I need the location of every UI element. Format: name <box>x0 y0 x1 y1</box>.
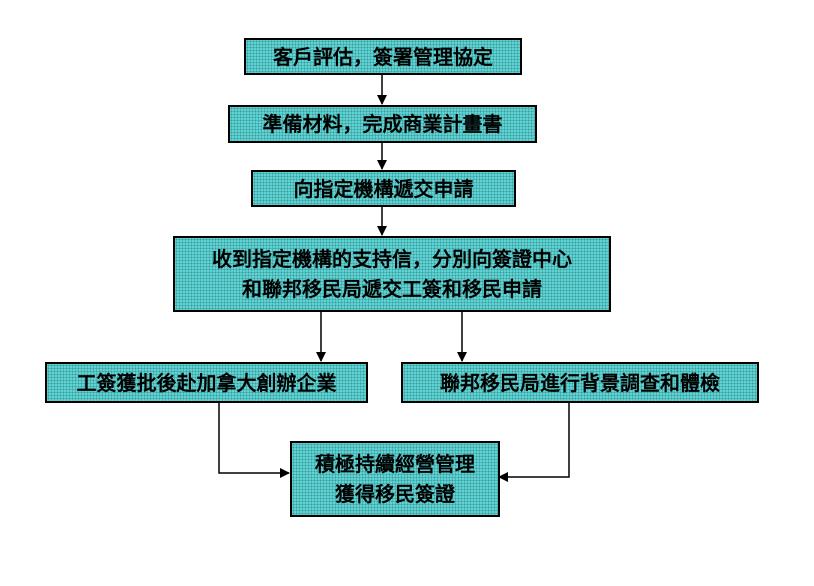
step-work-permit-business: 工簽獲批後赴加拿大創辦企業 <box>45 362 368 403</box>
step-immigrant-visa-line1: 積極持續經營管理 <box>315 452 475 476</box>
step-work-permit-business-label: 工簽獲批後赴加拿大創辦企業 <box>76 370 337 395</box>
step-prepare-materials: 準備材料，完成商業計畫書 <box>228 105 537 143</box>
step-immigrant-visa-line2: 獲得移民簽證 <box>335 482 455 506</box>
arrow-background-check-to-final <box>498 403 570 482</box>
step-client-assessment-label: 客戶評估，簽署管理協定 <box>273 44 493 69</box>
step-submit-to-designated-entity-label: 向指定機構遞交申請 <box>293 176 474 201</box>
arrow-work-permit-to-final <box>218 403 290 478</box>
step-submit-to-designated-entity: 向指定機構遞交申請 <box>251 170 516 207</box>
step-support-letter-line2: 和聯邦移民局遞交工簽和移民申請 <box>242 277 542 301</box>
step-prepare-materials-label: 準備材料，完成商業計畫書 <box>262 112 503 136</box>
step-support-letter-line1: 收到指定機構的支持信，分別向簽證中心 <box>212 247 572 271</box>
step-background-check-label: 聯邦移民局進行背景調查和體檢 <box>440 370 720 395</box>
step-client-assessment: 客戶評估，簽署管理協定 <box>244 38 522 75</box>
step-support-letter: 收到指定機構的支持信，分別向簽證中心 和聯邦移民局遞交工簽和移民申請 <box>173 236 611 312</box>
step-immigrant-visa: 積極持續經營管理 獲得移民簽證 <box>290 441 500 517</box>
step-background-check: 聯邦移民局進行背景調查和體檢 <box>401 362 759 403</box>
